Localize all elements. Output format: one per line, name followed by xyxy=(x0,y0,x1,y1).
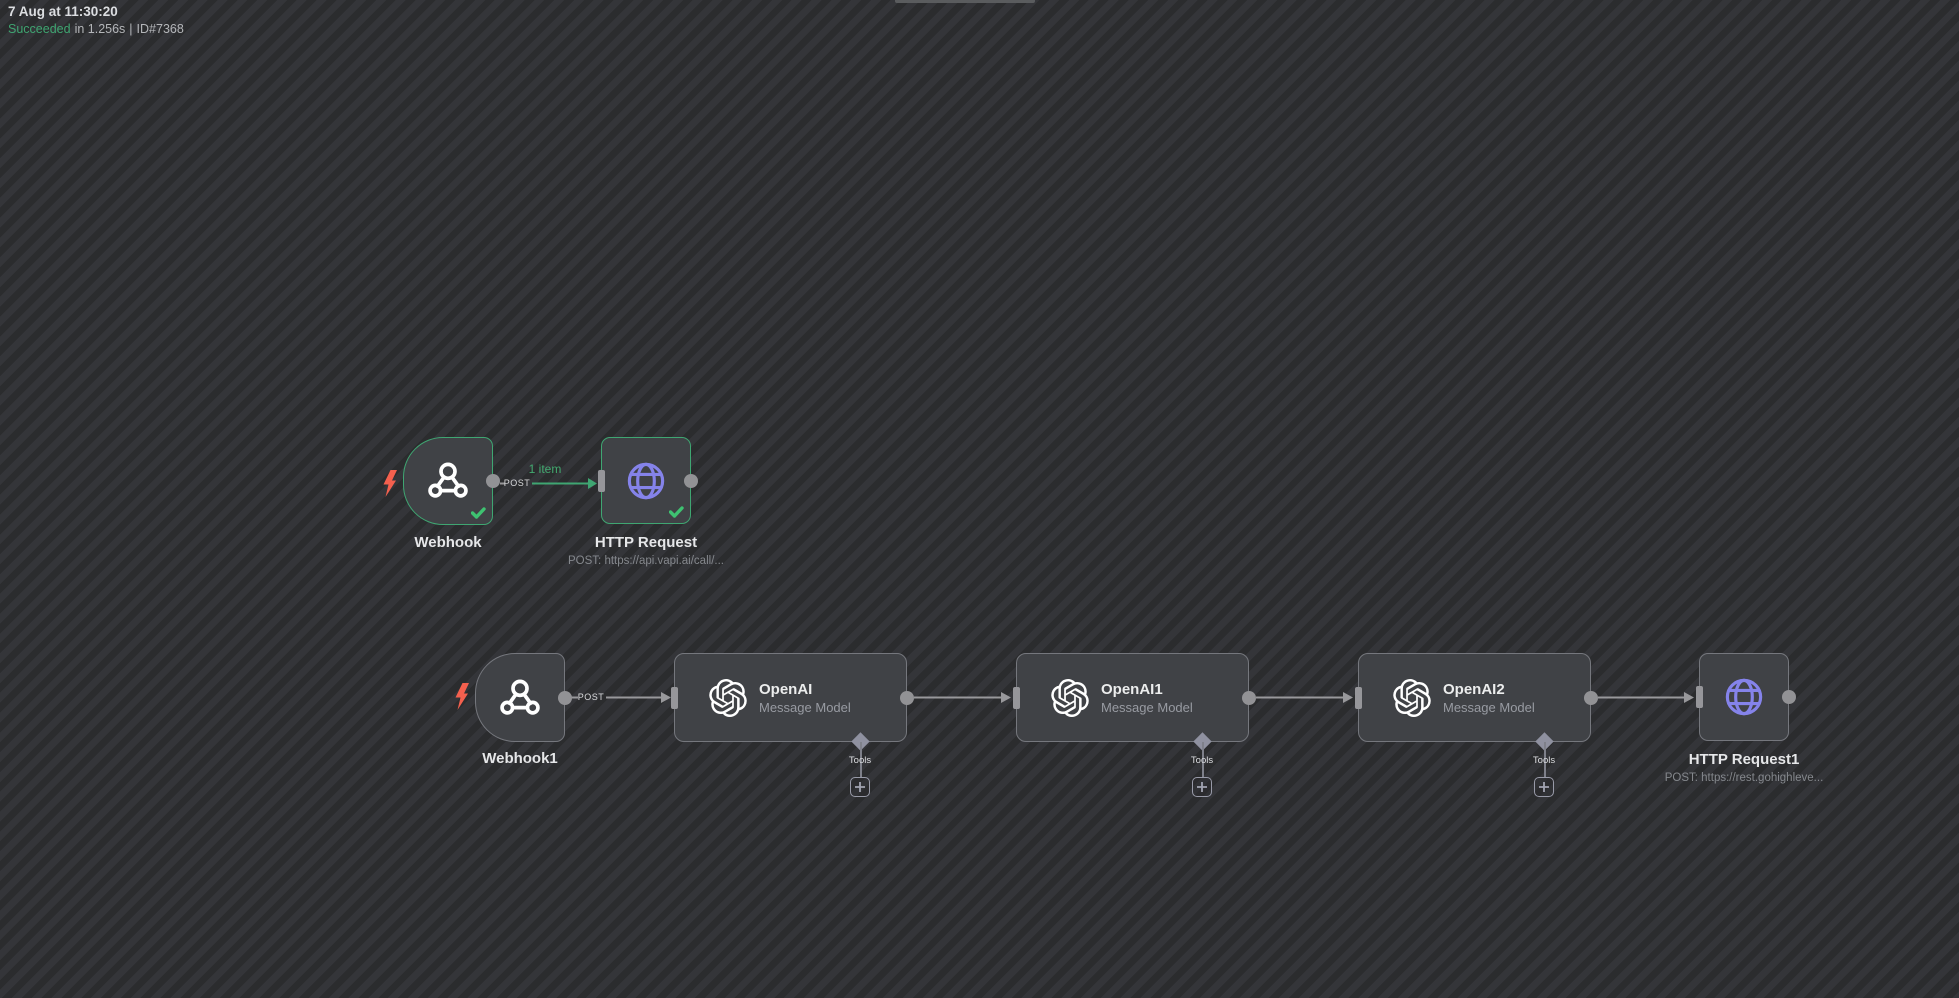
output-endpoint[interactable] xyxy=(1242,690,1256,705)
connection-openai1-openai2[interactable] xyxy=(1256,692,1353,703)
openai-icon xyxy=(1051,678,1089,717)
execution-separator: | xyxy=(129,22,133,36)
webhook-icon xyxy=(500,679,540,715)
input-endpoint[interactable] xyxy=(1696,686,1703,708)
add-tool-button[interactable] xyxy=(850,777,870,797)
output-port-label: POST xyxy=(577,692,605,702)
node-http-request1[interactable] xyxy=(1696,653,1796,741)
output-endpoint[interactable] xyxy=(1782,690,1796,704)
node-label-webhook1: Webhook1 xyxy=(482,750,558,767)
connection-webhook1-openai[interactable] xyxy=(571,692,671,703)
node-subtitle: Message Model xyxy=(1443,699,1535,715)
trigger-bolt-icon xyxy=(455,683,469,710)
node-label-http-request: HTTP Request POST: https://api.vapi.ai/c… xyxy=(568,534,724,567)
node-label-webhook: Webhook xyxy=(414,534,482,551)
node-label-http-request1: HTTP Request1 POST: https://rest.gohighl… xyxy=(1664,751,1824,784)
tools-connector-line xyxy=(1543,742,1546,778)
output-endpoint[interactable] xyxy=(900,690,914,705)
output-port-label: POST xyxy=(503,478,531,488)
output-endpoint[interactable] xyxy=(1584,690,1598,705)
node-title: OpenAI xyxy=(759,680,813,698)
plus-icon xyxy=(1538,781,1550,793)
connection-openai2-httprequest1[interactable] xyxy=(1598,692,1694,703)
tools-label: Tools xyxy=(1190,755,1214,766)
output-endpoint[interactable] xyxy=(558,690,572,705)
webhook-icon xyxy=(428,462,468,498)
tools-connector-line xyxy=(859,742,862,778)
connection-openai-openai1[interactable] xyxy=(914,692,1011,703)
execution-duration: in 1.256s xyxy=(74,22,126,36)
output-endpoint[interactable] xyxy=(486,474,500,488)
tools-label: Tools xyxy=(1532,755,1556,766)
input-endpoint[interactable] xyxy=(598,469,605,492)
input-endpoint[interactable] xyxy=(1355,686,1362,709)
openai-icon xyxy=(709,678,747,717)
openai-icon xyxy=(1393,678,1431,717)
input-endpoint[interactable] xyxy=(671,686,678,709)
node-webhook[interactable] xyxy=(403,437,500,525)
top-edge-bar xyxy=(895,0,1035,3)
execution-timestamp: 7 Aug at 11:30:20 xyxy=(8,4,118,19)
globe-icon xyxy=(627,462,665,499)
node-subtitle: Message Model xyxy=(1101,699,1193,715)
globe-icon xyxy=(1725,678,1763,716)
tools-label: Tools xyxy=(848,755,872,766)
add-tool-button[interactable] xyxy=(1534,777,1554,797)
node-title: OpenAI1 xyxy=(1101,680,1163,698)
execution-status: Succeeded xyxy=(8,22,71,36)
plus-icon xyxy=(854,781,866,793)
success-check-icon xyxy=(471,507,486,519)
node-openai[interactable]: OpenAI Message Model xyxy=(671,653,914,742)
node-http-request[interactable] xyxy=(598,437,698,524)
node-title: OpenAI2 xyxy=(1443,680,1505,698)
trigger-bolt-icon xyxy=(383,470,397,497)
connection-webhook-httprequest[interactable] xyxy=(500,478,597,489)
node-webhook1[interactable] xyxy=(475,653,572,742)
output-endpoint[interactable] xyxy=(684,473,698,488)
input-endpoint[interactable] xyxy=(1013,686,1020,709)
node-openai1[interactable]: OpenAI1 Message Model xyxy=(1013,653,1256,742)
connection-items-label: 1 item xyxy=(528,462,562,476)
execution-id: ID#7368 xyxy=(136,22,184,36)
plus-icon xyxy=(1196,781,1208,793)
tools-connector-line xyxy=(1201,742,1204,778)
node-subtitle: Message Model xyxy=(759,699,851,715)
add-tool-button[interactable] xyxy=(1192,777,1212,797)
node-openai2[interactable]: OpenAI2 Message Model xyxy=(1355,653,1598,742)
success-check-icon xyxy=(669,506,684,518)
